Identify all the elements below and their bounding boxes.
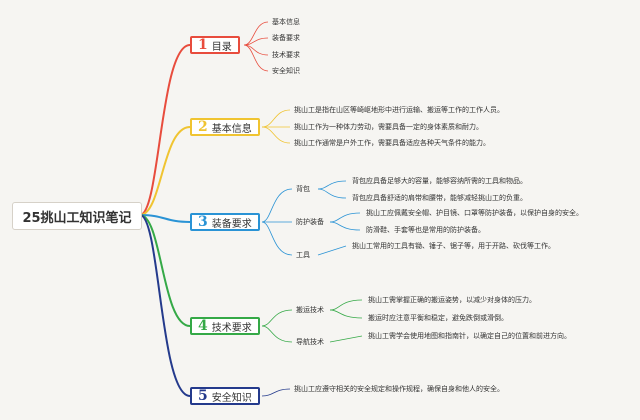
branch-label: 装备要求 — [211, 218, 252, 230]
leaf-text[interactable]: 挑山工应佩戴安全帽、护目镜、口罩等防护装备，以保护自身的安全。 — [366, 209, 583, 217]
branch-label: 基本信息 — [211, 123, 252, 135]
root-node[interactable]: 25挑山工知识笔记 — [12, 202, 142, 230]
leaf-text[interactable]: 搬运时应注意平衡和稳定，避免跌倒或滑倒。 — [368, 314, 508, 322]
leaf-text[interactable]: 挑山工作为一种体力劳动，需要具备一定的身体素质和耐力。 — [294, 123, 483, 131]
branch-node-safety[interactable]: 5 安全知识 — [190, 387, 260, 405]
leaf-text[interactable]: 背包应具备足够大的容量，能够容纳所需的工具和物品。 — [352, 177, 527, 185]
leaf-text[interactable]: 挑山工作通常是户外工作，需要具备适应各种天气条件的能力。 — [294, 139, 490, 147]
leaf-text[interactable]: 安全知识 — [272, 67, 300, 75]
leaf-text[interactable]: 基本信息 — [272, 18, 300, 26]
branch-node-equipment[interactable]: 3 装备要求 — [190, 213, 260, 231]
branch-node-technique[interactable]: 4 技术要求 — [190, 317, 260, 335]
sub-node-tools[interactable]: 工具 — [296, 251, 310, 259]
branch-number: 5 — [198, 388, 208, 404]
branch-label: 技术要求 — [211, 322, 252, 334]
link-root-b3 — [139, 214, 191, 223]
sub-node-carrying-technique[interactable]: 搬运技术 — [296, 306, 324, 314]
leaf-text[interactable]: 挑山工需学会使用地图和指南针，以确定自己的位置和前进方向。 — [368, 332, 571, 340]
leaf-text[interactable]: 挑山工应遵守相关的安全规定和操作规程，确保自身和他人的安全。 — [294, 385, 504, 393]
branch-label: 目录 — [211, 41, 232, 53]
link-root-b4 — [139, 214, 191, 327]
link-root-b1 — [139, 44, 191, 216]
leaf-text[interactable]: 背包应具备舒适的肩带和腰带，能够减轻挑山工的负重。 — [352, 194, 527, 202]
link-root-b5 — [139, 214, 191, 397]
branch-number: 1 — [198, 37, 208, 53]
branch-number: 4 — [198, 318, 208, 334]
branch-node-contents[interactable]: 1 目录 — [190, 36, 240, 54]
sub-node-protective-gear[interactable]: 防护装备 — [296, 218, 324, 226]
sub-node-backpack[interactable]: 背包 — [296, 185, 310, 193]
sub-node-navigation-technique[interactable]: 导航技术 — [296, 338, 324, 346]
branch-node-basic-info[interactable]: 2 基本信息 — [190, 118, 260, 136]
branch-number: 3 — [198, 214, 208, 230]
leaf-text[interactable]: 挑山工常用的工具有锄、锤子、锯子等，用于开路、砍伐等工作。 — [352, 242, 555, 250]
leaf-text[interactable]: 装备要求 — [272, 34, 300, 42]
leaf-text[interactable]: 防滑鞋、手套等也是常用的防护装备。 — [366, 226, 485, 234]
root-label: 25挑山工知识笔记 — [22, 210, 132, 226]
leaf-text[interactable]: 挑山工是指在山区等崎岖地形中进行运输、搬运等工作的工作人员。 — [294, 106, 504, 114]
branch-number: 2 — [198, 119, 208, 135]
leaf-text[interactable]: 技术要求 — [272, 51, 300, 59]
link-root-b2 — [139, 126, 191, 216]
branch-label: 安全知识 — [211, 392, 252, 404]
leaf-text[interactable]: 挑山工需掌握正确的搬运姿势，以减少对身体的压力。 — [368, 296, 536, 304]
